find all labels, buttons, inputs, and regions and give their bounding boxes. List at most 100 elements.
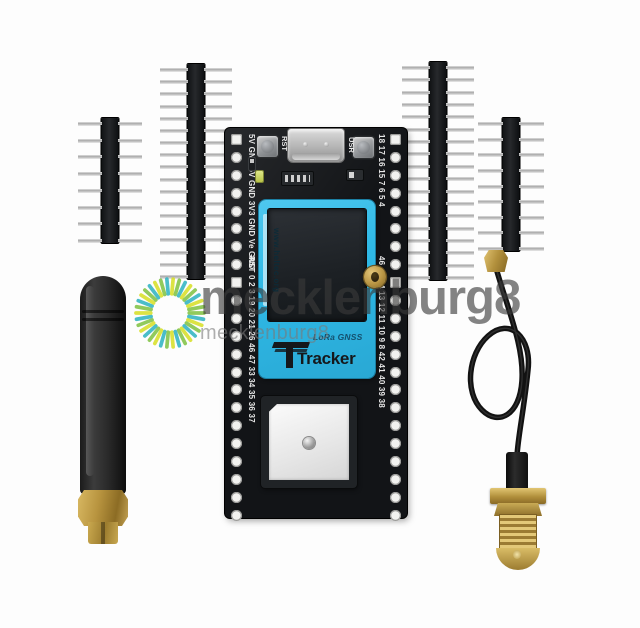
- header-pin: [446, 152, 474, 156]
- pin-header-short-right: [478, 118, 544, 251]
- header-pin: [78, 172, 102, 176]
- header-pin: [446, 115, 474, 119]
- solder-pad: [231, 438, 242, 450]
- sunburst-ray: [152, 328, 164, 346]
- header-pin: [446, 177, 474, 181]
- header-pin: [118, 155, 142, 159]
- solder-pad: [390, 277, 401, 289]
- header-pin: [160, 104, 188, 108]
- sunburst-ray: [176, 280, 188, 298]
- pin-header-long-right: [402, 62, 474, 280]
- sunburst-ray: [179, 326, 193, 343]
- sunburst-ray: [152, 280, 164, 298]
- sunburst-ray: [169, 277, 175, 296]
- header-pin: [446, 201, 474, 205]
- header-pin: [402, 177, 430, 181]
- header-pin: [446, 140, 474, 144]
- reset-button-label: RST: [280, 136, 289, 151]
- header-pin: [160, 92, 188, 96]
- header-pin: [118, 172, 142, 176]
- header-pin: [78, 155, 102, 159]
- ipex-socket-icon: [364, 266, 386, 288]
- jumper-j1: [347, 170, 363, 180]
- header-pin: [478, 247, 503, 250]
- header-body: [502, 118, 520, 251]
- solder-pad: [390, 259, 401, 271]
- antenna-sma-male: [78, 490, 128, 526]
- usb-c-connector: [288, 129, 344, 162]
- website-silkscreen: www.heltec.org: [272, 228, 281, 293]
- header-pin: [519, 153, 544, 157]
- header-pin: [160, 214, 188, 218]
- header-pin: [204, 116, 232, 120]
- ipex-plug: [484, 250, 508, 272]
- sma-female-contact: [496, 548, 540, 570]
- header-pin: [478, 215, 503, 219]
- ipex-to-sma-pigtail: [462, 250, 572, 570]
- user-button[interactable]: [353, 137, 374, 158]
- tracker-logo: LoRa GNSS Tracker: [269, 330, 369, 372]
- header-pin: [478, 153, 503, 157]
- header-pin: [204, 189, 232, 193]
- header-pin: [446, 226, 474, 230]
- sunburst-ray: [169, 330, 175, 349]
- header-pin: [118, 188, 142, 192]
- silkscreen-right-top-pins: 18 17 16 15 7 6 5 4: [377, 134, 386, 207]
- header-pin: [160, 226, 188, 230]
- antenna-ring-1: [82, 310, 124, 313]
- header-pin: [402, 115, 430, 119]
- solder-pad: [231, 420, 242, 432]
- header-pin: [204, 153, 232, 157]
- header-pin: [446, 238, 474, 242]
- header-pin: [118, 239, 142, 242]
- sunburst-ray: [187, 304, 206, 312]
- header-pin: [402, 276, 430, 279]
- solder-pad: [390, 438, 401, 450]
- antenna-highlight: [86, 286, 94, 476]
- tracker-pcb: 5V GND 5V GND 3V3 GND Ve GND RST 0 2 3 1…: [225, 128, 407, 521]
- sunburst-ray: [186, 318, 204, 328]
- solder-pad: [231, 241, 242, 253]
- header-pin: [160, 153, 188, 157]
- solder-pad: [231, 473, 242, 485]
- pin-header-short-left: [78, 118, 142, 243]
- display-screen: [268, 209, 366, 321]
- header-pin: [478, 168, 503, 172]
- sunburst-ray: [147, 283, 161, 300]
- tracker-wordmark: Tracker: [297, 349, 356, 368]
- header-pin: [204, 141, 232, 145]
- header-pin: [160, 68, 188, 71]
- header-pin: [519, 231, 544, 235]
- header-pin: [160, 201, 188, 205]
- header-pin: [78, 205, 102, 209]
- header-pin: [402, 78, 430, 82]
- solder-pad: [231, 509, 242, 521]
- sunburst-ray: [158, 329, 167, 348]
- sunburst-ray: [139, 293, 156, 305]
- header-pin: [204, 201, 232, 205]
- sunburst-ray: [182, 324, 198, 338]
- header-pin: [519, 137, 544, 141]
- header-pin: [478, 231, 503, 235]
- header-pin: [160, 165, 188, 169]
- header-pin: [78, 222, 102, 226]
- header-pin: [446, 78, 474, 82]
- header-pin: [118, 205, 142, 209]
- header-pin: [204, 68, 232, 71]
- header-pin: [402, 103, 430, 107]
- header-pin: [78, 122, 102, 125]
- solder-pad: [390, 187, 401, 199]
- usb-c-screw-left: [303, 142, 308, 147]
- reset-button[interactable]: [257, 136, 278, 157]
- sunburst-ray: [136, 318, 154, 328]
- header-pin: [160, 128, 188, 132]
- header-pin: [446, 276, 474, 279]
- gps-patch-antenna: [261, 396, 357, 488]
- tft-display-module: www.heltec.org LoRa GNSS Tracker: [259, 200, 375, 378]
- solder-pad: [390, 241, 401, 253]
- sunburst-ray: [187, 314, 206, 322]
- sunburst-ray: [139, 321, 156, 333]
- sunburst-ray: [186, 298, 204, 308]
- solder-pad: [231, 456, 242, 468]
- header-pin: [204, 165, 232, 169]
